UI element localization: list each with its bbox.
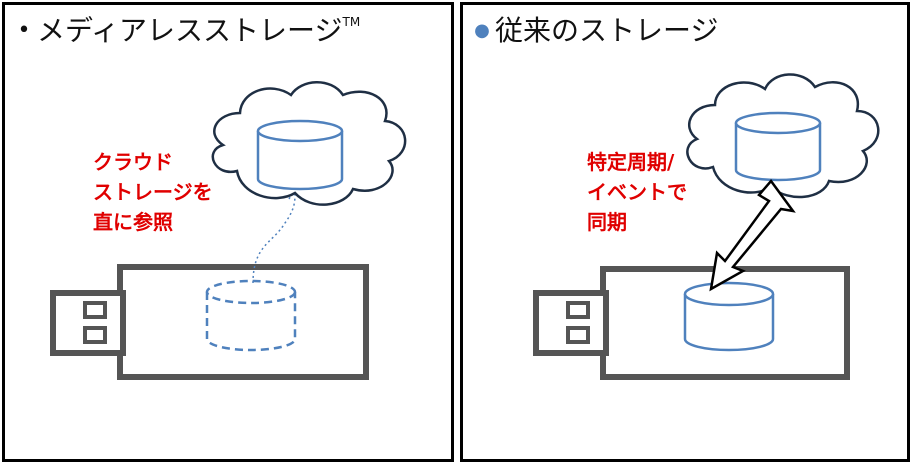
conventional-diagram [533,73,880,380]
panel-heading: •メディアレスストレージTM [11,11,361,51]
medialess-diagram [50,81,407,380]
database-icon [256,119,344,191]
database-icon [683,281,775,352]
medialess-storage-panel: •メディアレスストレージTM クラウド スト [2,2,454,462]
trademark-mark: TM [342,15,361,29]
sync-note: 特定周期/ イベントで 同期 [587,147,687,237]
note-line: 同期 [587,210,627,234]
usb-drive-icon [50,264,369,380]
heading-text: メディアレスストレージ [37,14,343,47]
note-line: イベントで [587,180,687,204]
conventional-storage-panel: ●従来のストレージ 特定周期/ イベントで 同期 [460,2,910,462]
note-line: ストレージを [93,180,213,204]
reference-note: クラウド ストレージを 直に参照 [93,147,213,237]
bullet-icon: • [17,18,31,43]
note-line: クラウド [93,150,173,174]
panel-heading: ●従来のストレージ [469,11,718,51]
database-icon [734,111,822,182]
double-arrow-icon [709,178,796,292]
heading-text: 従来のストレージ [495,14,719,47]
note-line: 特定周期/ [587,150,675,174]
bullet-icon: ● [474,20,490,41]
note-line: 直に参照 [93,210,173,234]
dashed-database-icon [205,279,297,352]
